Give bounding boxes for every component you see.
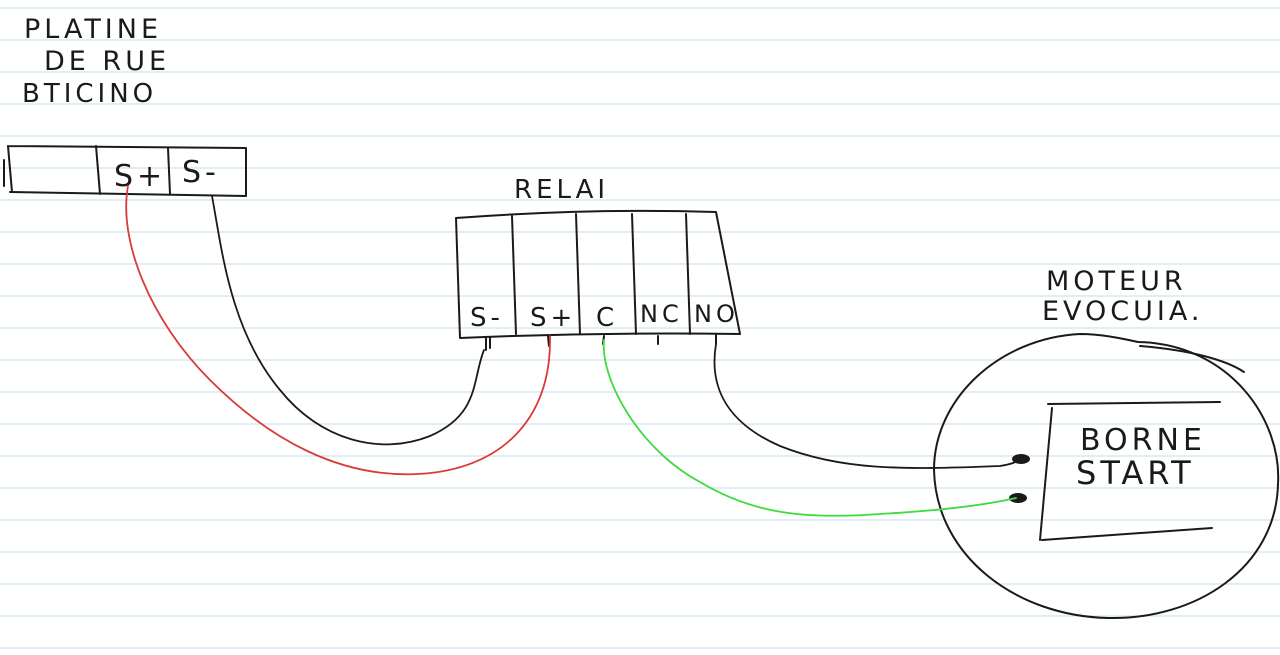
platine-terminal-s-minus: S- bbox=[182, 155, 220, 190]
relay-terminal-c: C bbox=[596, 303, 618, 333]
borne-label-line1: BORNE bbox=[1080, 423, 1206, 458]
borne-start-box bbox=[1039, 401, 1221, 541]
relay-terminal-nc: NC bbox=[640, 300, 683, 328]
borne-terminal-dot-bottom bbox=[1009, 493, 1027, 503]
relay-block bbox=[455, 209, 741, 351]
platine-terminal-s-plus: S+ bbox=[114, 159, 166, 194]
relai-label: RELAI bbox=[514, 175, 609, 205]
borne-label-line2: START bbox=[1076, 454, 1195, 492]
platine-label-line1: PLATINE bbox=[24, 14, 162, 45]
wire-black-no bbox=[713, 343, 1021, 469]
platine-label-line3: BTICINO bbox=[22, 79, 157, 109]
platine-terminal-block bbox=[3, 145, 247, 197]
moteur-label-line1: MOTEUR bbox=[1046, 266, 1187, 297]
motor-housing bbox=[933, 333, 1280, 620]
relay-terminal-s-plus: S+ bbox=[530, 303, 576, 333]
relay-terminal-no: NO bbox=[694, 300, 739, 328]
wire-black-s-minus bbox=[211, 195, 485, 446]
wire-red-s-plus bbox=[125, 185, 551, 476]
relay-terminal-s-minus: S- bbox=[470, 303, 504, 333]
platine-label-line2: DE RUE bbox=[44, 46, 170, 77]
wire-green-c bbox=[602, 339, 1017, 517]
paper-rules bbox=[0, 7, 1280, 649]
moteur-label-line2: EVOCUIA. bbox=[1042, 296, 1203, 327]
